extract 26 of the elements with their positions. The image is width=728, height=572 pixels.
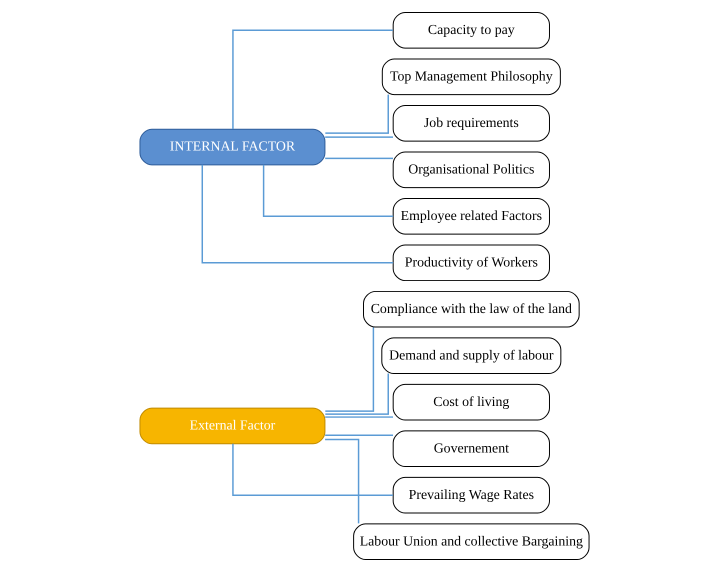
connector [201, 164, 393, 264]
node-box: Compliance with the law of the land [362, 290, 580, 328]
node-box: Organisational Politics [392, 151, 550, 188]
connector [324, 374, 388, 415]
connector [232, 444, 392, 496]
node-box: Top Management Philosophy [381, 58, 560, 96]
node-box: Capacity to pay [392, 12, 550, 49]
connector [262, 164, 393, 217]
node-box: Cost of living [392, 384, 550, 421]
connector [324, 136, 393, 138]
node-box: Employee related Factors [392, 198, 550, 235]
connector [324, 434, 393, 436]
connector [324, 416, 393, 418]
node-box: Productivity of Workers [392, 244, 550, 282]
node-box: Governement [392, 430, 550, 468]
node-box: External Factor [138, 408, 325, 444]
node-box: Demand and supply of labour [380, 337, 561, 374]
node-box: Labour Union and collective Bargaining [352, 523, 590, 560]
connector [232, 30, 392, 130]
connector [324, 438, 359, 524]
connector [324, 94, 388, 134]
node-box: Prevailing Wage Rates [392, 476, 550, 514]
connector [324, 327, 374, 412]
connector [324, 158, 393, 160]
node-box: Job requirements [392, 104, 550, 142]
node-box: INTERNAL FACTOR [138, 128, 325, 166]
